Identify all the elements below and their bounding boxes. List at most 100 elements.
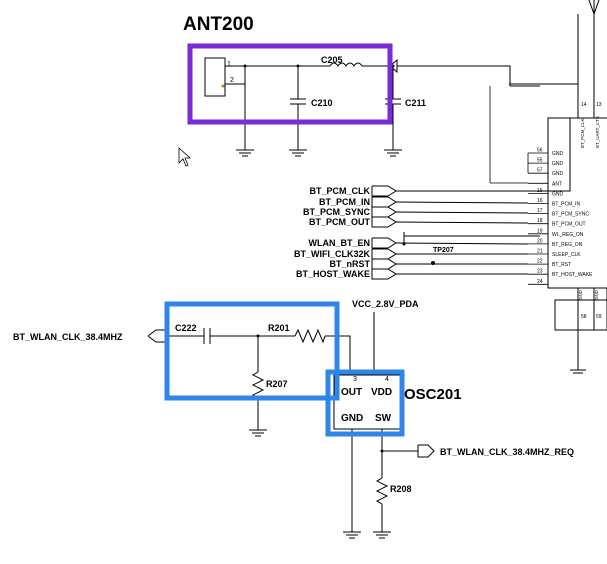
ground-symbol-r207 [249, 429, 267, 437]
chip-pin-number: 24 [537, 279, 543, 285]
osc-pin4-num: 4 [385, 376, 389, 383]
mouse-cursor-icon [178, 147, 192, 167]
tp207-label: TP207 [433, 247, 454, 254]
chip-pin-name: BT_PCM_IN [552, 202, 580, 208]
chip-pin-name: GND [552, 151, 564, 157]
r207-label: R207 [266, 379, 288, 389]
bt-net-label: BT_PCM_OUT [309, 217, 371, 227]
bt-net-wire [395, 201, 529, 204]
chip-pin-name: BT_PCM_SYNC [552, 212, 589, 218]
bt-net-port [371, 185, 397, 197]
bt-chip-body [547, 117, 607, 289]
bt-wlan-clk-net-label: BT_WLAN_CLK_38.4MHZ [13, 332, 123, 342]
chip-pin-number: 57 [537, 168, 543, 174]
bt-net-label: WLAN_BT_EN [308, 238, 370, 248]
chip-pin-name: BT_PCM_OUT [552, 222, 586, 228]
bt-net-label: BT_WIFI_CLK32K [294, 249, 371, 259]
chip-top-pin-14-num: 14 [581, 102, 587, 108]
ant-rf-arrow [362, 58, 398, 74]
bt-net-port [371, 206, 397, 218]
osc-pin3-num: 3 [353, 376, 357, 383]
bt-net-wire [395, 211, 529, 214]
chip-pin-name: WL_REG_ON [552, 232, 584, 238]
chip-pin-name: BT_HOST_WAKE [552, 272, 593, 278]
r207-symbol [251, 371, 265, 399]
chip-top-pin-13-name: BT_UART_CTS [595, 116, 600, 148]
ground-symbol-ant1 [236, 149, 254, 157]
ant-gnd-wire [225, 83, 246, 150]
bt-signal-nets: BT_PCM_CLKBT_PCM_INBT_PCM_SYNCBT_PCM_OUT… [294, 118, 571, 280]
r201-label: R201 [268, 323, 290, 333]
chip-bottom-num-2: 59 [596, 314, 602, 320]
bt-net-wire [396, 118, 571, 192]
osc-pin-sw: SW [375, 413, 392, 424]
antenna-pin1-label: 1 [227, 61, 231, 68]
bt-wlan-clk-port [147, 329, 167, 343]
c211-label: C211 [405, 98, 426, 108]
chip-pin-number: 16 [537, 198, 543, 204]
antenna-highlight-box [187, 43, 393, 125]
chip-bottom-num-1: 58 [581, 314, 587, 320]
antenna-block-title: ANT200 [183, 14, 254, 35]
bt-net-port [371, 237, 397, 249]
ant-wire-to-chip [397, 65, 511, 86]
chip-pin-name: GND [552, 161, 564, 167]
ground-symbol-c210 [289, 149, 307, 157]
chip-pin-number: 18 [537, 218, 543, 224]
tp207-dot [431, 261, 435, 265]
osc201-highlight-box [325, 369, 405, 437]
c205-label: C205 [321, 55, 343, 65]
antenna-connector [204, 57, 226, 97]
bt-net-label: BT_nRST [330, 259, 371, 269]
chip-pin-name: BT_RST [552, 262, 571, 268]
bt-net-wire [395, 242, 529, 245]
osc-input-highlight-box [164, 301, 340, 401]
ground-symbol-osc [343, 531, 361, 539]
c222-label: C222 [175, 323, 197, 333]
osc-pin-vdd: VDD [371, 387, 392, 398]
chip-top-pin-14-name: BT_PCM_CLK [580, 118, 585, 148]
chip-pin-number: 17 [537, 208, 543, 214]
chip-pin-name: GND [552, 171, 564, 177]
ground-symbol-r208 [373, 531, 391, 539]
bt-net-port [371, 248, 397, 260]
chip-pin-name: BT_REG_ON [552, 242, 583, 248]
bt-net-port [371, 216, 397, 228]
chip-pin-name: GND [552, 191, 564, 197]
r201-symbol [294, 328, 326, 344]
chip-pin-number: 20 [537, 238, 543, 244]
antenna-pin2-label: 2 [230, 77, 234, 84]
chip-pin-name: ANT [552, 181, 562, 187]
bt-net-label: BT_PCM_SYNC [303, 207, 371, 217]
bt-net-port [371, 196, 397, 208]
bt-net-label: BT_HOST_WAKE [296, 269, 370, 279]
c205-symbol [329, 62, 363, 67]
bt-net-port [371, 268, 397, 280]
osc-pin-out: OUT [341, 387, 362, 398]
chip-pin-number: 55 [537, 158, 543, 164]
bt-chip-bottom-body [554, 299, 607, 331]
chip-top-arrow [588, 0, 600, 16]
antenna-pin-dot [221, 84, 225, 88]
req-port [417, 444, 435, 458]
bt-net-label: BT_PCM_IN [319, 197, 370, 207]
chip-bottom-pin-1: GND [578, 289, 583, 300]
chip-pin-number: 21 [537, 249, 543, 255]
r208-label: R208 [390, 484, 412, 494]
ground-symbol-c211 [384, 149, 402, 157]
chip-pin-number: 23 [537, 269, 543, 275]
chip-bottom-pin-2: GND [594, 289, 599, 300]
bt-en-junction [402, 242, 406, 246]
bt-net-port [371, 258, 397, 270]
r201-to-osc-out [325, 335, 351, 375]
chip-pin-number: 22 [537, 259, 543, 265]
bt-net-wire [395, 221, 529, 224]
req-net-label: BT_WLAN_CLK_38.4MHZ_REQ [440, 447, 574, 457]
chip-top-pin-13-num: 13 [596, 102, 602, 108]
c210-label: C210 [311, 98, 333, 108]
vcc-label: VCC_2.8V_PDA [352, 299, 419, 309]
chip-pin-number: 56 [537, 148, 543, 154]
osc-pin-gnd: GND [341, 413, 363, 424]
